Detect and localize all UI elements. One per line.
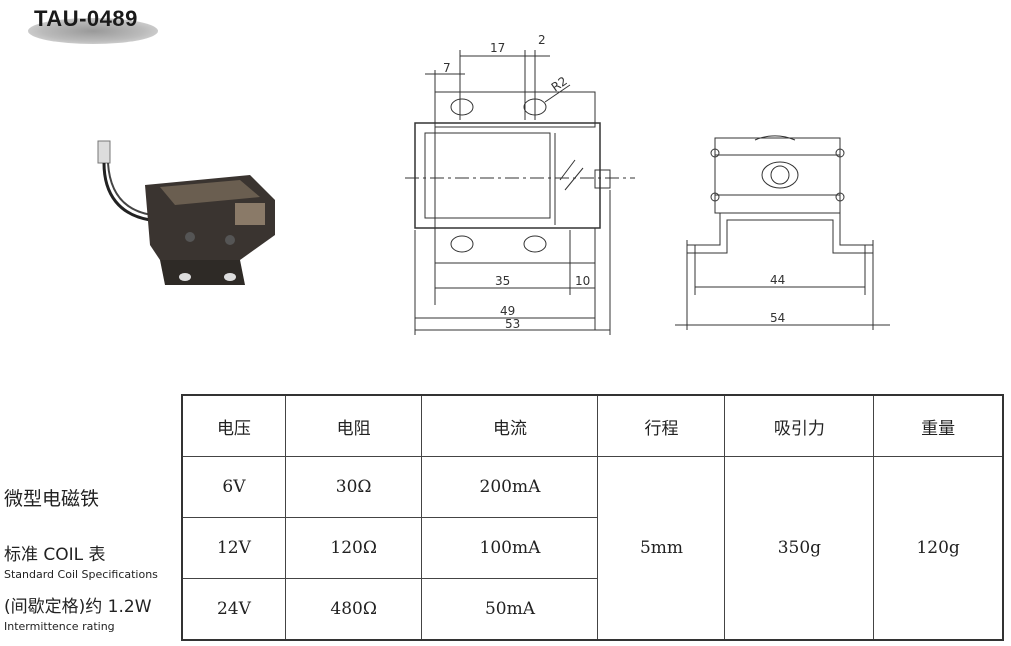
resistance-cell: 120Ω	[284, 517, 423, 579]
resistance-cell: 480Ω	[284, 578, 423, 641]
dim-7: 7	[443, 61, 451, 75]
title-logo-ellipse	[28, 18, 158, 44]
dim-17: 17	[490, 41, 505, 55]
current-cell: 50mA	[421, 578, 599, 641]
coil-table-title-cn: 标准 COIL 表	[4, 545, 106, 565]
dim-35: 35	[495, 274, 510, 288]
resistance-cell: 30Ω	[284, 456, 423, 518]
header-voltage: 电压	[181, 394, 286, 457]
current-cell: 200mA	[421, 456, 599, 518]
side-view-drawing: 44 54	[675, 135, 890, 330]
dim-53: 53	[505, 317, 520, 331]
model-title: TAU-0489	[34, 6, 138, 31]
weight-cell: 120g	[873, 456, 1004, 641]
voltage-cell: 24V	[181, 578, 286, 641]
header-stroke: 行程	[597, 394, 726, 457]
voltage-cell: 6V	[181, 456, 286, 518]
connector	[97, 140, 111, 164]
current-cell: 100mA	[421, 517, 599, 579]
dim-r2: R2	[549, 74, 570, 95]
dim-44: 44	[770, 273, 785, 287]
header-weight: 重量	[873, 394, 1004, 457]
front-view-drawing: 7 17 2 R2 35 10 49 53	[405, 33, 635, 335]
dim-2: 2	[538, 33, 546, 47]
coil-table-title-en: Standard Coil Specifications	[4, 568, 158, 581]
product-photo	[97, 140, 275, 285]
coil-spec-table: 电压 电阻 电流 行程 吸引力 重量 6V 30Ω 200mA 5mm 350g…	[181, 394, 1004, 641]
rating-en: Intermittence rating	[4, 620, 115, 633]
stroke-cell: 5mm	[597, 456, 726, 641]
rating-cn: (间歇定格)约 1.2W	[4, 597, 152, 617]
force-cell: 350g	[724, 456, 875, 641]
table-row: 24V 480Ω 50mA	[181, 578, 1003, 641]
dim-54: 54	[770, 311, 785, 325]
wire	[102, 162, 151, 222]
header-resistance: 电阻	[284, 394, 423, 457]
table-row: 6V 30Ω 200mA 5mm 350g 120g	[181, 456, 1004, 641]
table-header-row: 电压 电阻 电流 行程 吸引力 重量	[181, 394, 1004, 457]
table-row: 12V 120Ω 100mA	[181, 517, 1003, 579]
dim-10: 10	[575, 274, 590, 288]
header-force: 吸引力	[724, 394, 875, 457]
product-name: 微型电磁铁	[4, 488, 100, 510]
header-current: 电流	[421, 394, 599, 457]
voltage-cell: 12V	[181, 517, 286, 579]
dim-49: 49	[500, 304, 515, 318]
